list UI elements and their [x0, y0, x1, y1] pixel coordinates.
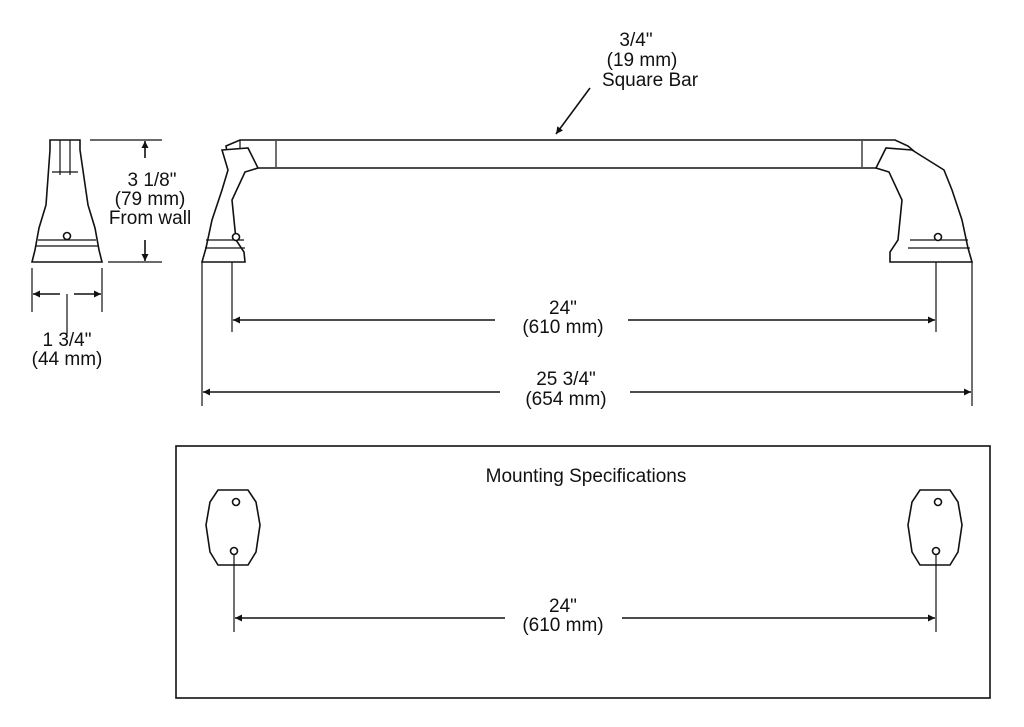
left-mounting-plate	[205, 489, 261, 566]
projection-inch-label: 3 1/8"	[127, 170, 176, 191]
projection-dimension: 3 1/8" (79 mm) From wall	[90, 139, 191, 263]
front-view-towel-bar	[200, 139, 974, 263]
mounting-specifications-title: Mounting Specifications	[486, 466, 687, 487]
projection-mm-label: (79 mm)	[115, 189, 186, 210]
bar-size-inch-label: 3/4"	[619, 30, 652, 51]
center-to-center-dimension: 24" (610 mm)	[231, 262, 937, 338]
post-width-mm-label: (44 mm)	[32, 349, 103, 370]
bar-size-square-bar-label: Square Bar	[602, 70, 699, 91]
post-width-inch-label: 1 3/4"	[42, 330, 91, 351]
mounting-mm-label: (610 mm)	[522, 615, 603, 636]
projection-from-wall-label: From wall	[109, 208, 191, 229]
center-to-center-inch-label: 24"	[549, 298, 577, 319]
bar-size-callout: 3/4" (19 mm) Square Bar	[555, 30, 699, 135]
side-view-post	[30, 139, 104, 263]
mounting-inch-label: 24"	[549, 596, 577, 617]
post-width-dimension: 1 3/4" (44 mm)	[31, 268, 103, 370]
overall-length-inch-label: 25 3/4"	[536, 369, 596, 390]
overall-length-mm-label: (654 mm)	[525, 389, 606, 410]
bar-size-mm-label: (19 mm)	[607, 50, 678, 71]
right-mounting-plate	[907, 489, 963, 566]
overall-length-dimension: 25 3/4" (654 mm)	[201, 262, 973, 410]
center-to-center-mm-label: (610 mm)	[522, 317, 603, 338]
mounting-specifications-panel: Mounting Specifications 24" (610 mm)	[175, 445, 991, 699]
